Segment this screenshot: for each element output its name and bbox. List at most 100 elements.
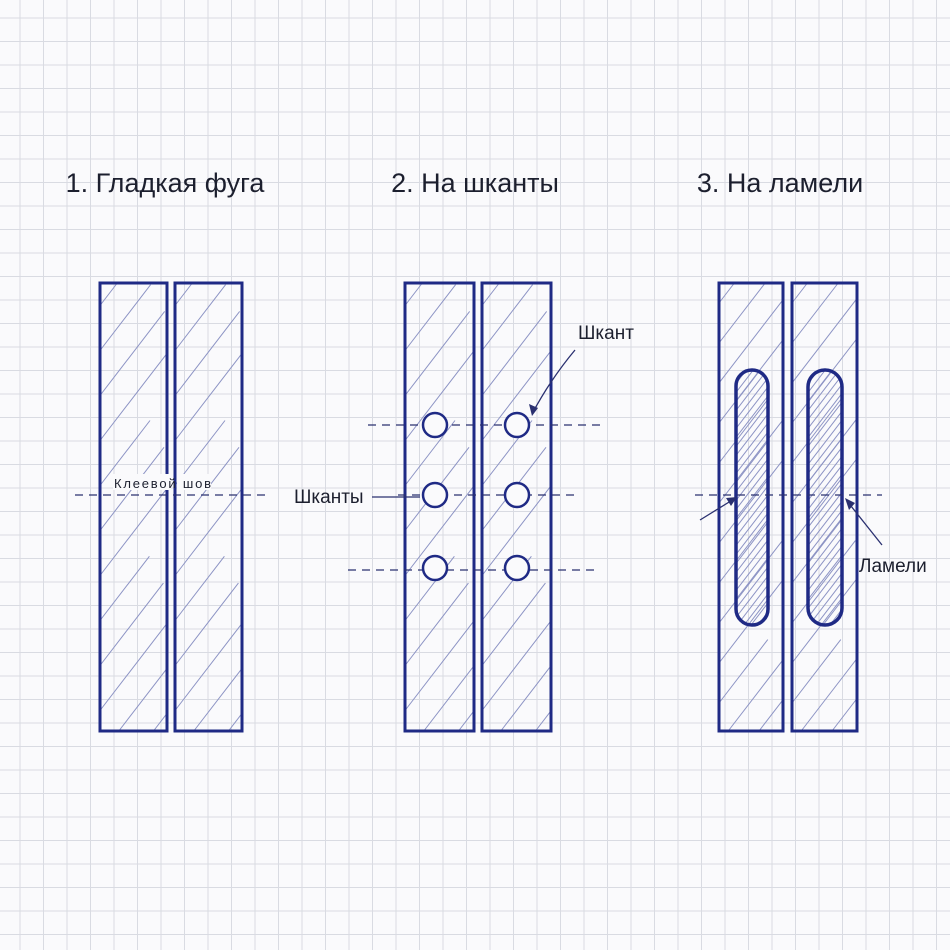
arrowhead-icon	[726, 497, 737, 506]
hatch-line	[404, 575, 475, 666]
hatch-line	[808, 491, 842, 537]
hatch-line	[736, 539, 768, 582]
hatch-line	[736, 370, 754, 393]
hatch-line	[791, 578, 858, 664]
hatch-line	[718, 579, 784, 664]
hatch-line	[481, 575, 552, 666]
dowel-hole	[421, 481, 449, 509]
hatch-line	[736, 370, 761, 402]
hatch-line	[791, 282, 839, 344]
hatch-line	[808, 527, 842, 573]
hatch-line	[808, 572, 842, 618]
hatch-line	[718, 499, 784, 584]
hatch-line	[481, 485, 552, 576]
hatch-line	[736, 512, 768, 555]
board-right	[790, 281, 859, 733]
hatch-line	[99, 398, 168, 486]
hatch-line	[718, 299, 784, 384]
hatch-line	[174, 353, 243, 441]
hatch-line	[736, 413, 768, 456]
hatch-line	[808, 401, 842, 447]
hatch-line	[99, 623, 168, 711]
board-left	[717, 281, 785, 733]
hatch-line	[153, 713, 168, 732]
panel-title-lamella-joint: 3. На ламели	[697, 168, 863, 198]
hatch-line	[808, 370, 812, 375]
lamella-leader-arrow	[699, 498, 735, 521]
hatch-line	[458, 710, 475, 732]
hatch-line	[736, 503, 768, 546]
hatch-line	[174, 488, 243, 576]
hatch-line	[808, 437, 842, 483]
hatch-line	[174, 578, 243, 666]
hatch-line	[808, 473, 842, 519]
hatch-line	[481, 305, 552, 396]
hatch-line	[791, 498, 858, 584]
panel-lamella-joint: Ламели	[695, 281, 927, 733]
hatch-line	[481, 282, 500, 306]
dowel-hole	[421, 411, 449, 439]
hatch-line	[808, 419, 842, 465]
hatch-group	[736, 370, 768, 625]
hatch-line	[727, 659, 784, 732]
panel-title-dowel-joint: 2. На шканты	[391, 168, 559, 198]
hatch-line	[791, 618, 858, 704]
dowels-label: Шканты	[294, 487, 364, 508]
hatch-line	[404, 395, 475, 486]
board-left	[98, 281, 169, 733]
board-right	[480, 281, 553, 733]
hatch-line	[808, 446, 842, 492]
hatch-line	[808, 370, 826, 393]
hatch-line	[174, 282, 228, 351]
hatch-line	[718, 282, 735, 304]
hatch-line	[764, 620, 768, 625]
hatch-line	[718, 419, 784, 504]
hatch-line	[718, 282, 766, 344]
hatch-line	[736, 440, 768, 483]
hatch-line	[808, 581, 842, 625]
board-left	[403, 281, 476, 733]
label-background	[113, 474, 171, 490]
hatch-line	[822, 599, 842, 625]
glue-seam-label: Клеевой шов	[114, 476, 211, 491]
panel-dowel-joint: Шкант Шканты	[294, 281, 634, 733]
hatch-line	[736, 476, 768, 519]
panel-title-smooth-joint: 1. Гладкая фуга	[66, 168, 266, 198]
hatch-line	[718, 459, 784, 544]
hatch-line	[718, 619, 784, 704]
hatch-line	[404, 485, 475, 576]
hatch-line	[174, 623, 243, 711]
hatch-group	[481, 282, 552, 732]
hatch-line	[174, 308, 243, 396]
hatch-line	[481, 620, 552, 711]
hatch-line	[736, 377, 768, 420]
hatch-line	[736, 386, 768, 429]
hatch-line	[99, 533, 168, 621]
hatch-line	[808, 545, 842, 591]
hatch-line	[404, 620, 475, 711]
hatch-line	[750, 602, 768, 625]
hatch-line	[736, 548, 768, 591]
hatch-line	[808, 464, 842, 510]
hatch-line	[808, 554, 842, 600]
hatch-line	[791, 298, 858, 384]
hatch-line	[174, 533, 243, 621]
hatch-line	[800, 658, 858, 732]
hatch-line	[791, 538, 858, 624]
hatch-line	[808, 536, 842, 582]
hatch-line	[808, 374, 842, 420]
hatch-group	[174, 282, 243, 732]
hatch-line	[736, 449, 768, 492]
hatch-line	[535, 710, 552, 732]
lamella-leader-arrow	[846, 500, 883, 546]
hatch-group	[718, 282, 784, 732]
hatch-line	[815, 590, 842, 625]
hatch-line	[808, 482, 842, 528]
hatch-line	[736, 557, 768, 600]
hatch-line	[808, 410, 842, 456]
hatch-line	[808, 428, 842, 474]
hatch-line	[228, 713, 243, 732]
hatch-group	[99, 282, 168, 732]
